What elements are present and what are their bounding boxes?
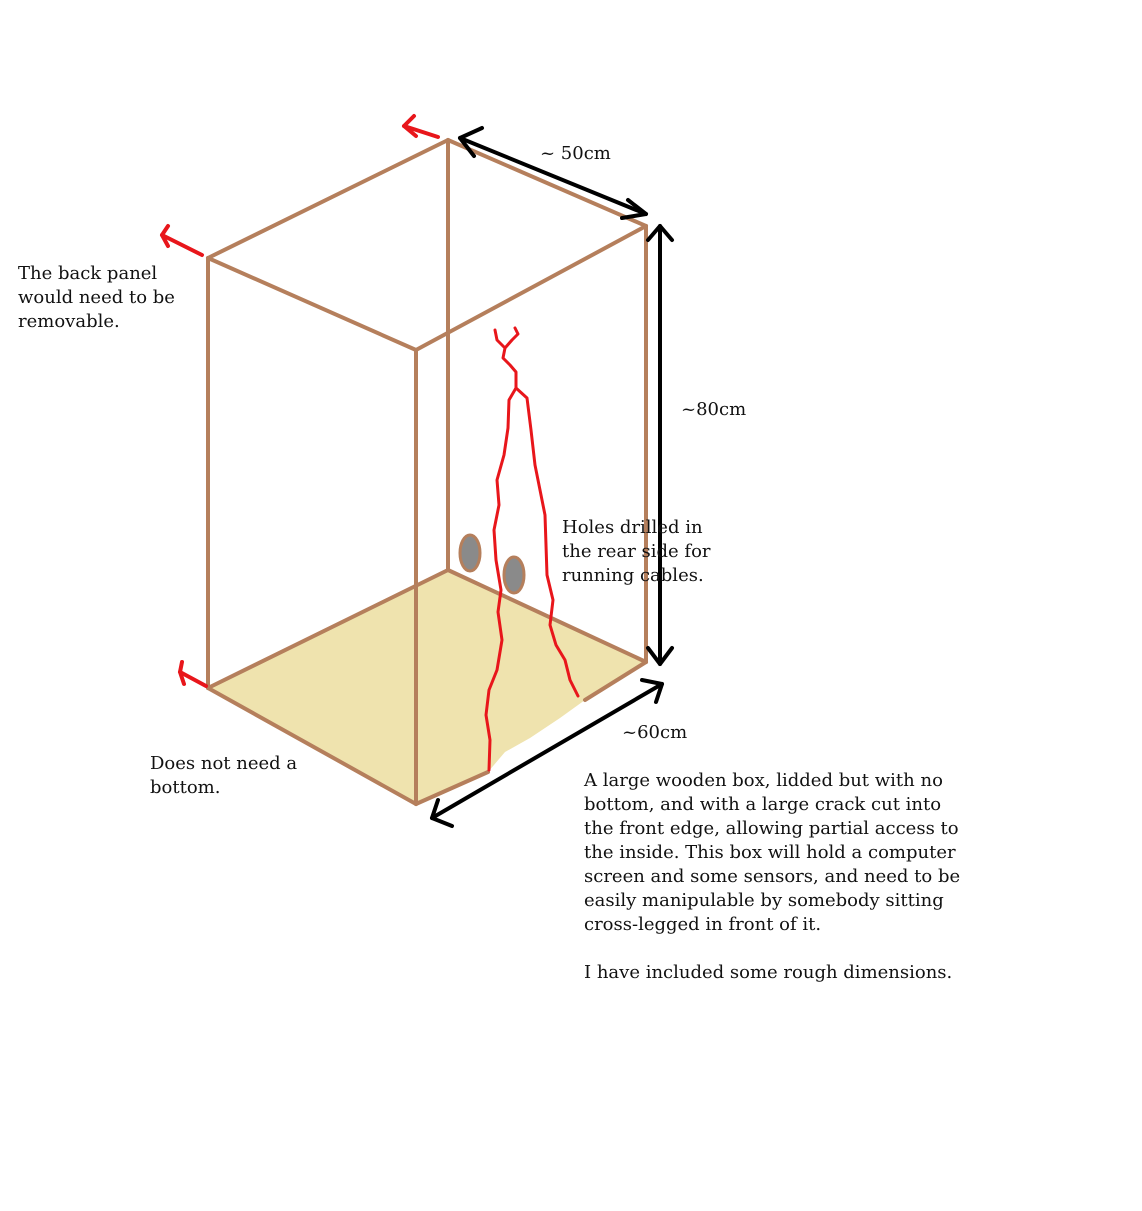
front-crack [484, 386, 580, 772]
edge-bottom-back [446, 568, 648, 664]
red-arrow-top-left [160, 224, 204, 257]
edge-top-front [206, 256, 418, 352]
depth-dimension-label: ~60cm [622, 722, 687, 743]
edge-bottom-right-stub [583, 660, 648, 702]
back-panel-note: The back panel would need to be removabl… [18, 263, 175, 332]
edge-bottom-front [206, 686, 418, 806]
edge-top-left [206, 138, 450, 260]
edge-top-back [446, 138, 648, 228]
crack-tip-branches [493, 326, 520, 390]
red-arrow-bottom-left [178, 660, 208, 688]
height-dimension-label: ~80cm [681, 399, 746, 420]
box-frame [206, 138, 648, 806]
description-note: A large wooden box, lidded but with no b… [584, 770, 961, 983]
edge-top-right [414, 224, 648, 352]
width-dimension-arrow [458, 126, 648, 220]
depth-dimension-arrow [430, 678, 664, 828]
width-dimension-label: ~ 50cm [540, 143, 611, 164]
bottom-note: Does not need a bottom. [150, 753, 298, 798]
dimension-arrows [430, 126, 674, 828]
removable-panel-arrows [160, 114, 440, 688]
edge-bottom-left [206, 568, 450, 690]
height-dimension-arrow [646, 224, 674, 666]
box-floor [208, 570, 648, 804]
edge-bottom-right-partial [414, 770, 490, 806]
floor-notch [488, 662, 660, 772]
red-arrow-top-back [402, 114, 440, 139]
holes-note: Holes drilled in the rear side for runni… [562, 517, 711, 586]
cable-hole-2 [502, 555, 526, 595]
cable-hole-1 [458, 533, 482, 573]
